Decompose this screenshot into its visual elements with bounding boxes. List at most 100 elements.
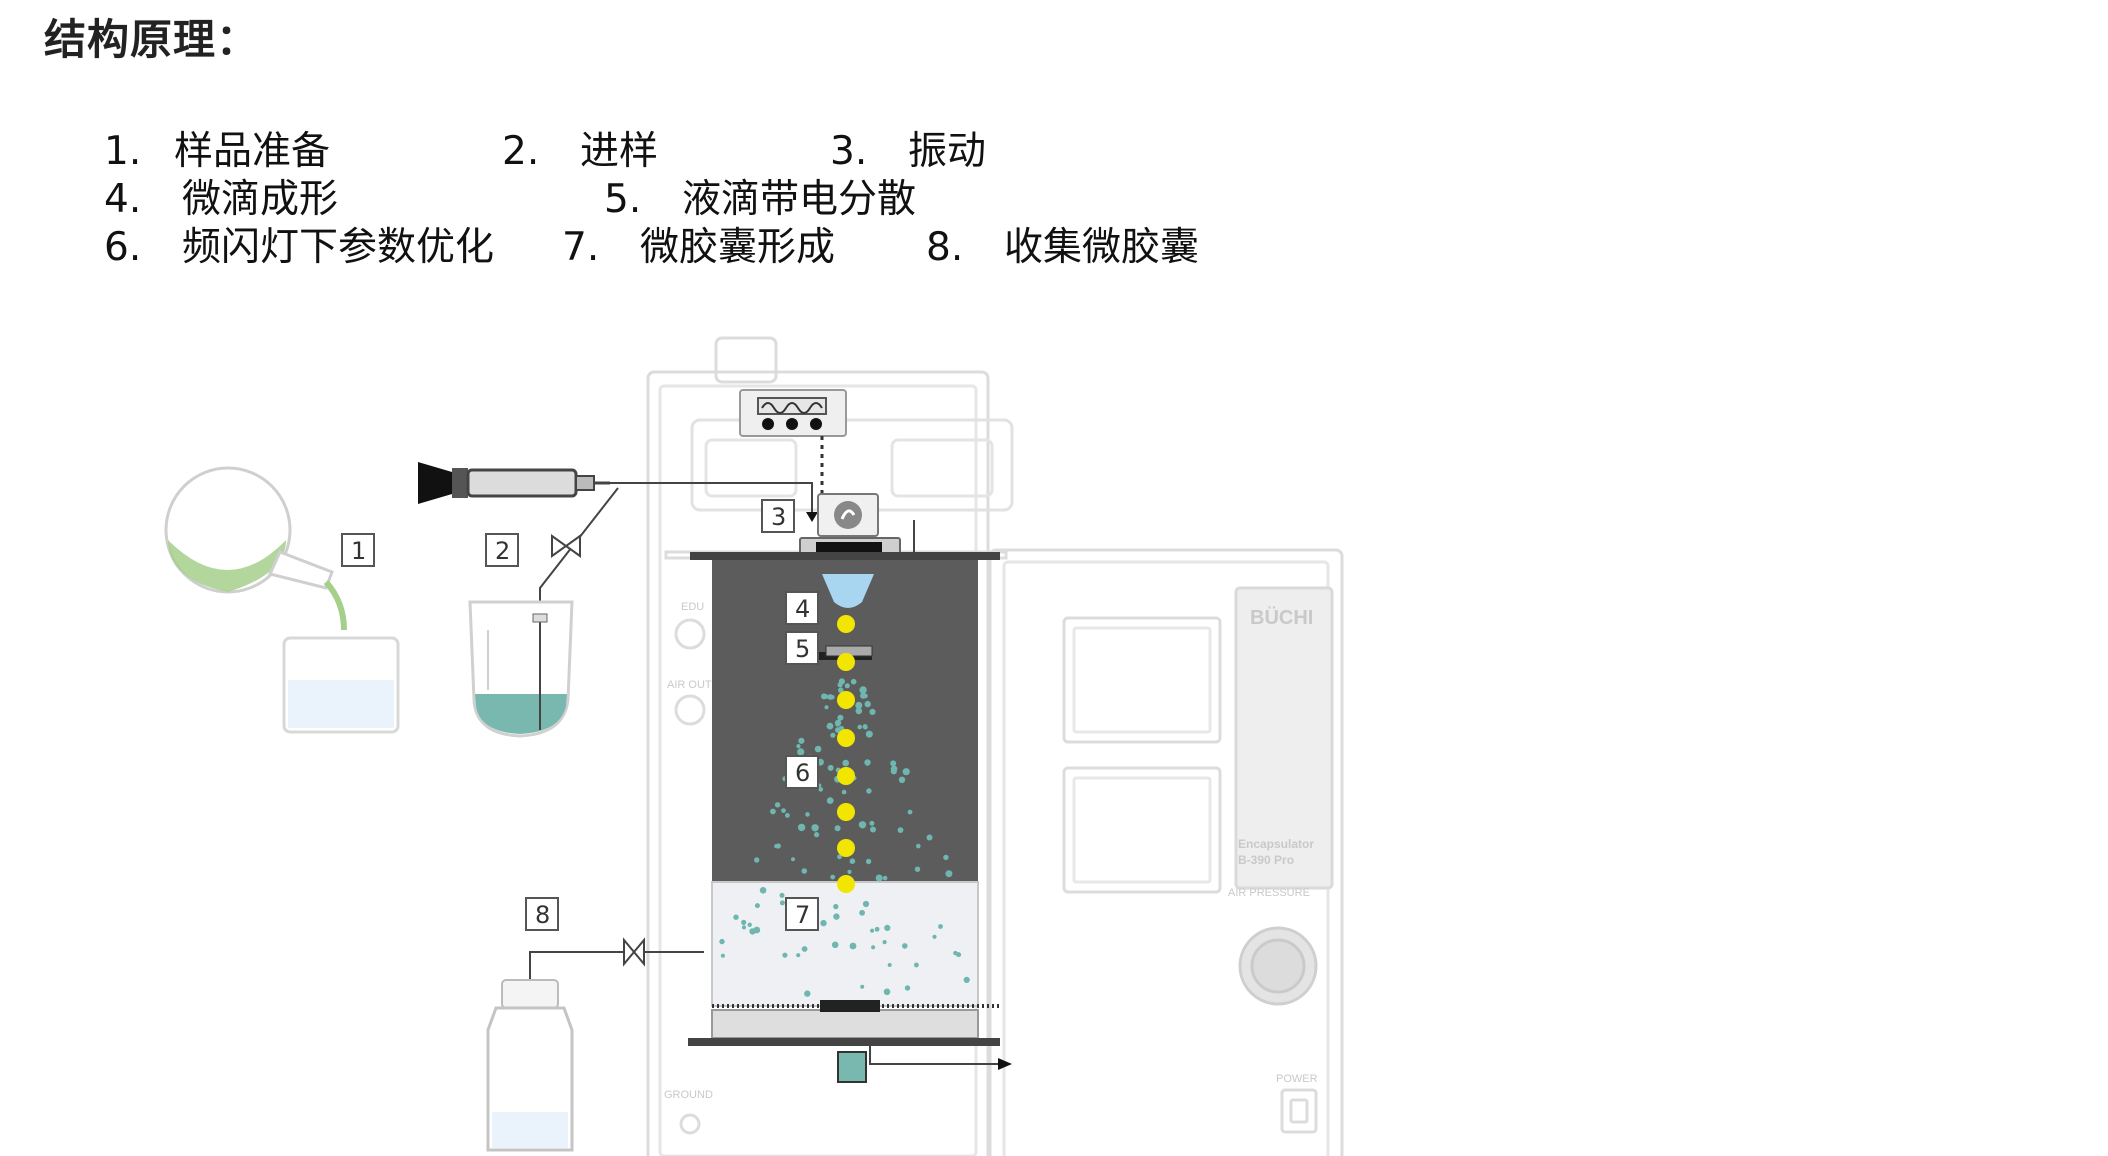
- collection-bath: [711, 881, 979, 1007]
- spray-dot: [830, 695, 835, 700]
- step-label: 液滴带电分散: [682, 177, 917, 222]
- step-label: 微滴成形: [182, 177, 339, 222]
- spray-dot: [785, 813, 790, 818]
- capsule-dot: [733, 914, 739, 920]
- spray-dot: [855, 701, 863, 709]
- capsule-dot: [741, 925, 747, 930]
- capsule-dot: [887, 963, 892, 967]
- spray-dot: [863, 693, 868, 699]
- capsule-dot: [871, 945, 876, 950]
- model-name-line1: Encapsulator: [1238, 837, 1314, 851]
- spray-dot: [869, 708, 876, 716]
- step-item-1: 1.样品准备: [104, 132, 330, 171]
- droplet: [837, 653, 855, 671]
- spray-dot: [849, 858, 856, 864]
- spray-dot: [858, 821, 867, 829]
- callout-number-2: 2: [495, 537, 510, 565]
- step-item-6: 6.频闪灯下参数优化: [104, 228, 494, 267]
- callout-box-2: [485, 533, 519, 567]
- spray-dot: [770, 808, 776, 815]
- callout-box-6: [785, 755, 819, 789]
- capsule-dot: [833, 903, 839, 910]
- beaker-1-icon: [282, 636, 400, 734]
- callout-number-8: 8: [535, 901, 550, 929]
- capsule-dot: [833, 913, 840, 920]
- step-number: 3.: [830, 129, 868, 174]
- step-number: 2.: [502, 129, 540, 174]
- capsule-dot: [747, 922, 752, 927]
- capsule-dot: [953, 950, 958, 956]
- spray-dot: [837, 854, 842, 860]
- syringe-icon: [418, 462, 610, 504]
- spray-dot: [855, 707, 863, 715]
- spray-dot: [898, 776, 906, 783]
- spray-dot: [864, 700, 871, 708]
- page-title: 结构原理：: [44, 15, 260, 64]
- droplet: [837, 691, 855, 709]
- callout-number-3: 3: [771, 503, 786, 531]
- outlet-arrow-icon: [998, 1058, 1012, 1070]
- step-number: 5.: [604, 177, 642, 222]
- spray-dot: [823, 694, 829, 699]
- capsule-dot: [741, 919, 747, 926]
- collection-bottle-icon: [486, 979, 574, 1152]
- capsule-dot: [904, 985, 911, 991]
- bath-particles: [719, 887, 970, 997]
- callout-number-1: 1: [351, 537, 366, 565]
- spray-dot: [897, 827, 904, 833]
- spray-dot: [805, 812, 810, 817]
- spray-dot: [797, 823, 806, 832]
- callout-number-4: 4: [795, 595, 810, 623]
- capsule-dot: [860, 984, 865, 989]
- capsule-dot: [779, 900, 785, 906]
- capsule-dot: [801, 946, 808, 952]
- spray-dot: [869, 820, 875, 826]
- spray-dot: [775, 843, 781, 849]
- capsule-dot: [849, 942, 857, 950]
- step-item-3: 3.振动: [830, 132, 986, 171]
- spray-dot: [865, 730, 873, 738]
- capsule-dot: [914, 962, 919, 968]
- step-label: 收集微胶囊: [1004, 225, 1200, 270]
- capsule-dot: [882, 940, 887, 945]
- step-item-7: 7.微胶囊形成: [562, 228, 835, 267]
- capsule-dot: [862, 900, 870, 908]
- air-out-label: AIR OUT: [667, 679, 712, 691]
- spray-dot: [835, 722, 840, 727]
- callout-number-7: 7: [795, 901, 810, 929]
- capsule-dot: [779, 892, 785, 898]
- step-label: 进样: [580, 129, 659, 174]
- chamber-dark-zone: [712, 560, 978, 882]
- spray-dot: [814, 832, 820, 838]
- callout-number-5: 5: [795, 635, 810, 663]
- spray-dot: [857, 724, 862, 730]
- capsule-dot: [932, 934, 937, 939]
- capsule-dot: [963, 976, 970, 984]
- spray-dot: [796, 744, 801, 749]
- step-number: 4.: [104, 177, 142, 222]
- spray-dot: [866, 788, 872, 794]
- spray-dot: [838, 687, 844, 694]
- capsule-dot: [859, 909, 865, 916]
- spray-dot: [781, 808, 786, 813]
- device-background: [646, 336, 1344, 1156]
- spray-dot: [841, 789, 847, 795]
- callout-box-3: [761, 499, 795, 533]
- capsule-dot: [938, 924, 943, 929]
- ground-label: GROUND: [664, 1089, 713, 1101]
- frequency-generator-icon: [739, 389, 847, 494]
- step-label: 样品准备: [174, 129, 331, 174]
- capsule-dot: [870, 928, 875, 933]
- spray-dot: [838, 678, 846, 685]
- spray-dot: [945, 870, 953, 878]
- spray-dot: [791, 857, 795, 862]
- model-name-line2: B-390 Pro: [1238, 853, 1294, 867]
- spray-dot: [826, 722, 834, 730]
- spray-dot: [814, 745, 822, 753]
- callout-box-7: [785, 897, 819, 931]
- spray-dot: [943, 854, 949, 861]
- step-label: 微胶囊形成: [640, 225, 836, 270]
- spray-dot: [830, 874, 836, 880]
- capsule-dot: [874, 926, 880, 932]
- spray-dot: [830, 732, 836, 738]
